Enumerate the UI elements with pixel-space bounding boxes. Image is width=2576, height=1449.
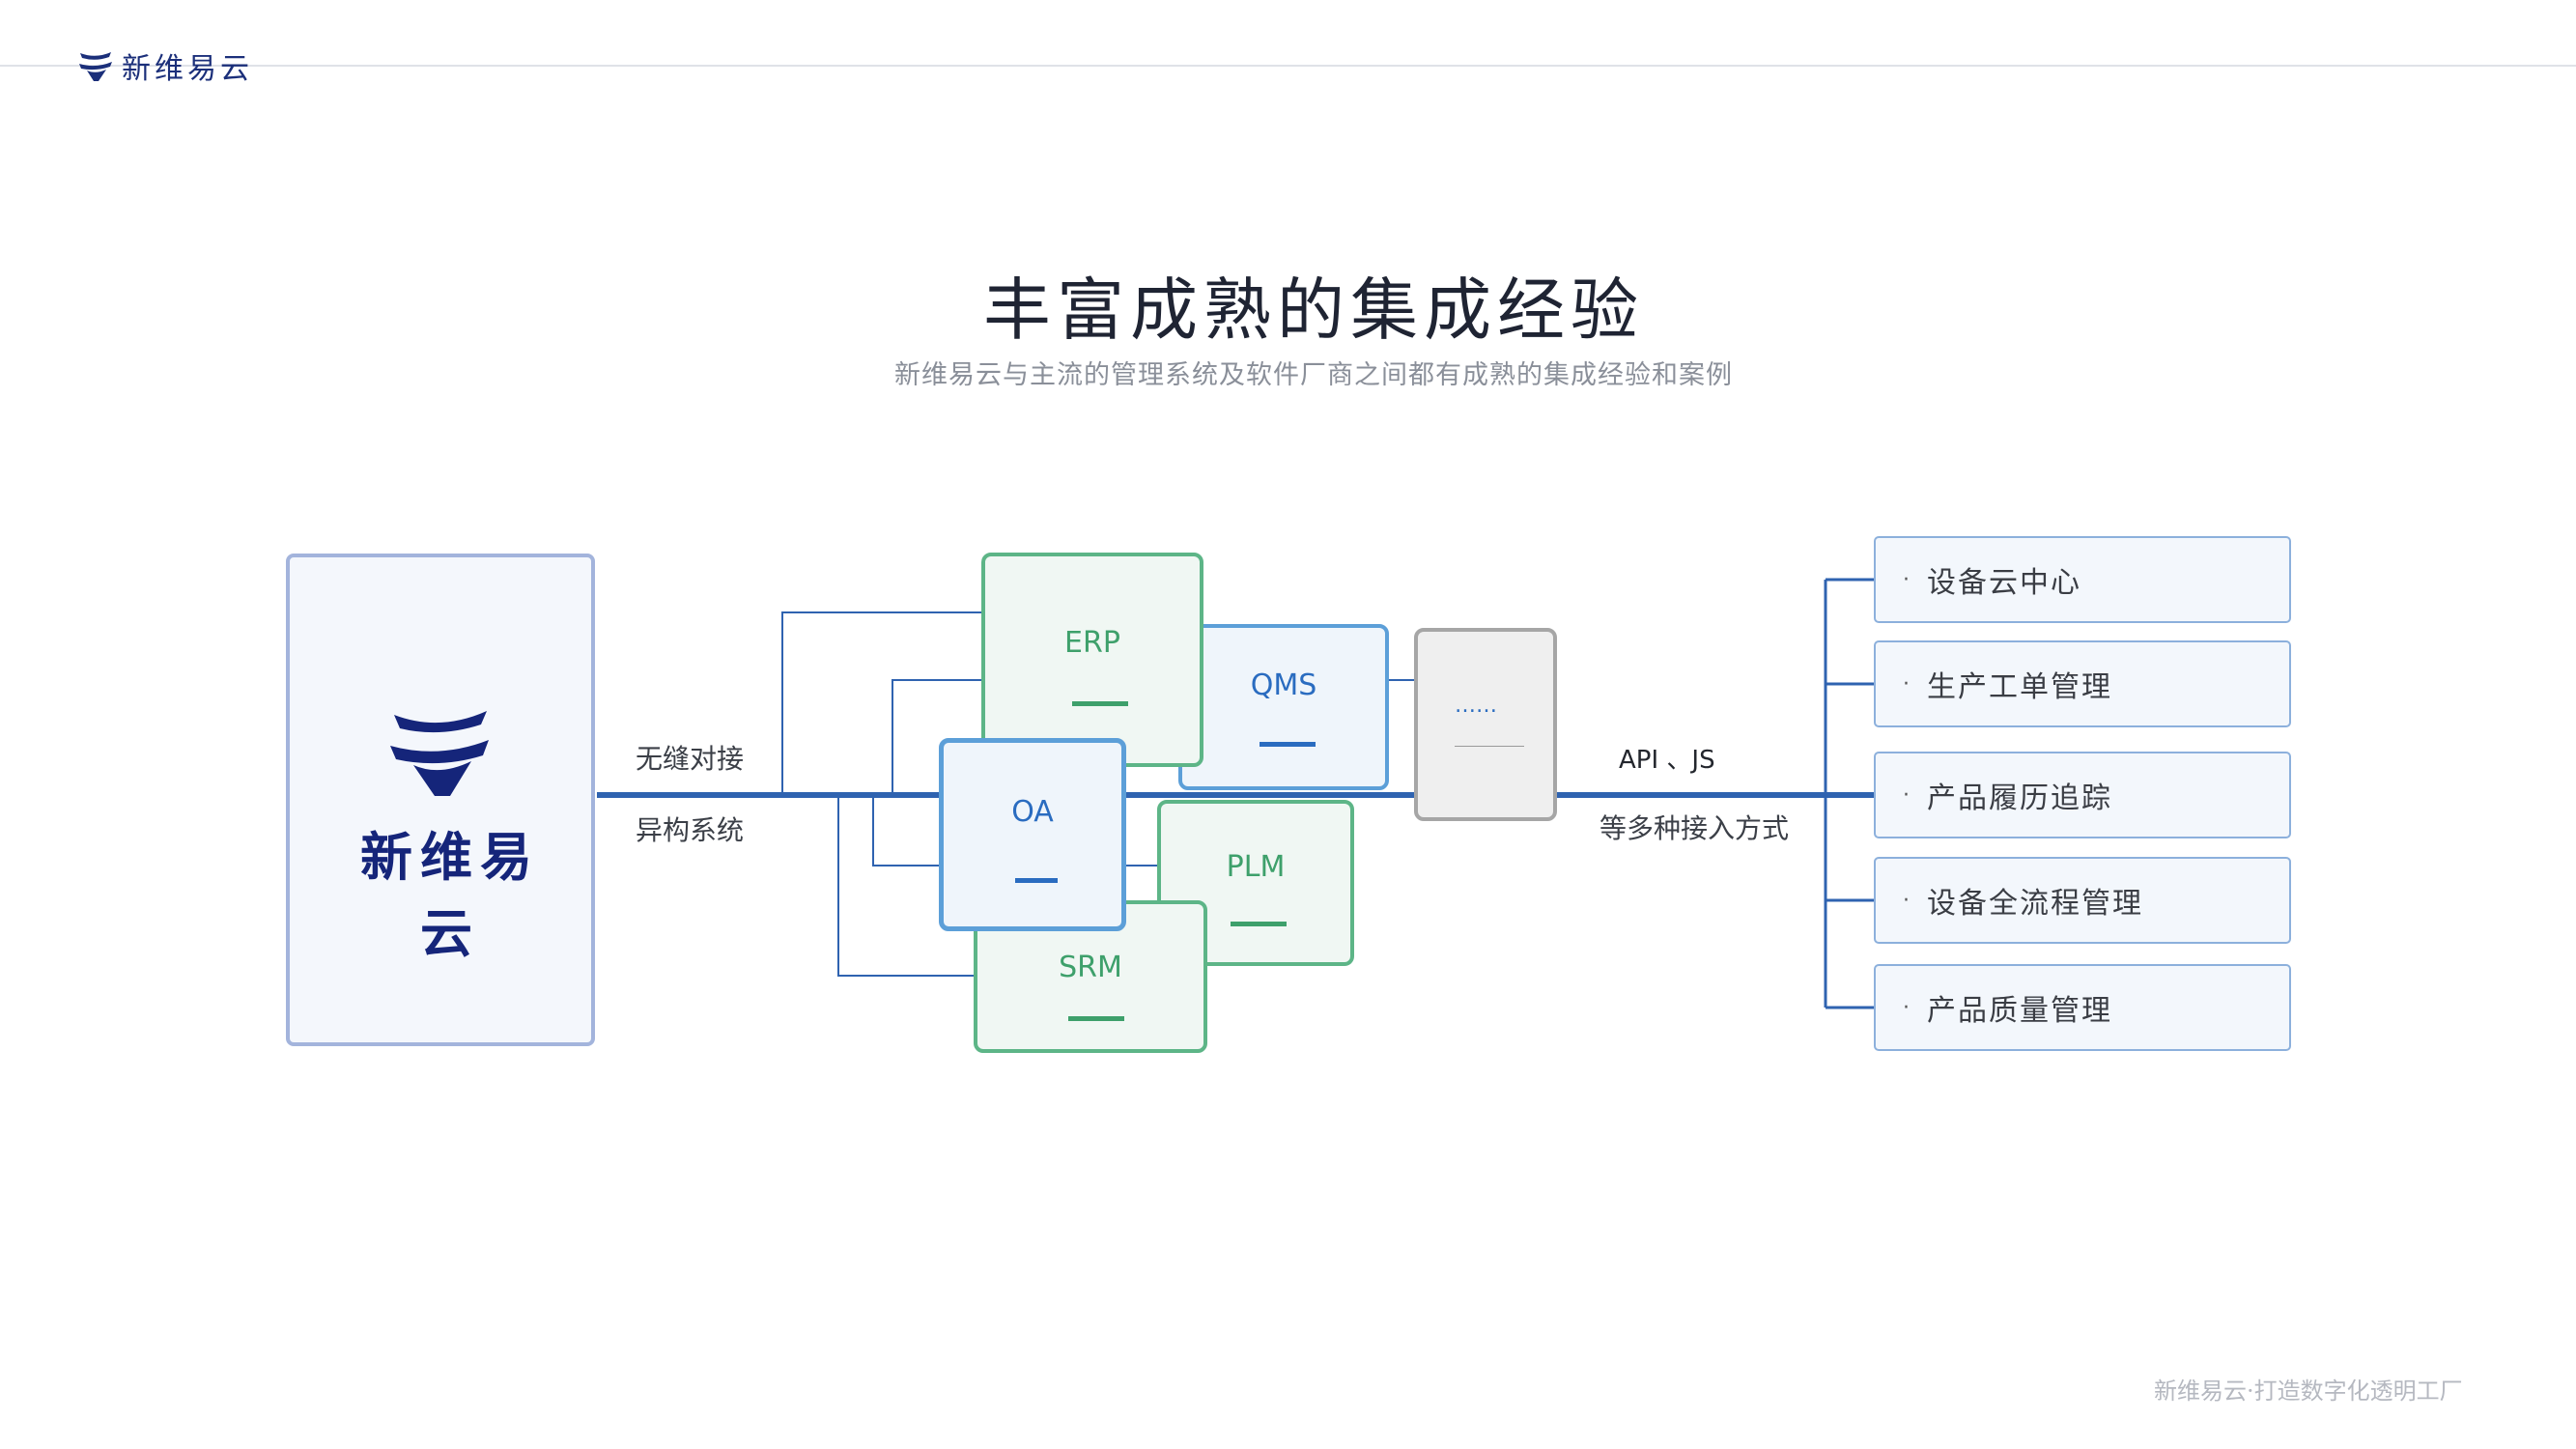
brand-card-logo-icon xyxy=(390,711,489,796)
erp-card[interactable]: ERP xyxy=(981,553,1203,767)
feature-item-device-lifecycle[interactable]: · 设备全流程管理 xyxy=(1874,857,2291,944)
feature-label: 设备云中心 xyxy=(1927,566,2081,600)
more-systems-card[interactable]: …… xyxy=(1414,628,1557,821)
branch-erp xyxy=(781,611,981,795)
branch-srm xyxy=(837,795,976,977)
feature-label: 产品履历追踪 xyxy=(1927,781,2112,815)
srm-bar xyxy=(1068,1016,1124,1021)
bullet-dot: · xyxy=(1903,995,1910,1020)
srm-card[interactable]: SRM xyxy=(974,900,1207,1053)
bullet-dot: · xyxy=(1903,888,1910,913)
qms-bar xyxy=(1260,742,1316,747)
qms-card[interactable]: QMS xyxy=(1178,624,1389,790)
qms-label: QMS xyxy=(1250,668,1317,702)
footer-slogan: 新维易云·打造数字化透明工厂 xyxy=(2154,1378,2463,1405)
srm-label: SRM xyxy=(1059,951,1122,984)
more-systems-label: …… xyxy=(1455,694,1497,718)
header-brand-name: 新维易云 xyxy=(122,52,253,86)
feature-item-work-order[interactable]: · 生产工单管理 xyxy=(1874,640,2291,727)
brand-logo-icon xyxy=(79,52,112,81)
erp-label: ERP xyxy=(1064,626,1120,660)
plm-bar xyxy=(1231,922,1287,926)
branch-oa xyxy=(872,795,943,867)
feature-item-quality[interactable]: · 产品质量管理 xyxy=(1874,964,2291,1051)
feature-label: 产品质量管理 xyxy=(1927,994,2112,1028)
erp-bar xyxy=(1072,701,1128,706)
header-divider xyxy=(0,65,2576,67)
feature-label: 生产工单管理 xyxy=(1927,670,2112,704)
oa-bar xyxy=(1015,878,1058,883)
feature-item-device-cloud[interactable]: · 设备云中心 xyxy=(1874,536,2291,623)
oa-card[interactable]: OA xyxy=(939,738,1126,931)
branch-qms xyxy=(892,679,985,795)
access-methods-label: 等多种接入方式 xyxy=(1599,812,1790,844)
header-brand[interactable]: 新维易云 xyxy=(77,43,253,89)
feature-item-product-history[interactable]: · 产品履历追踪 xyxy=(1874,752,2291,838)
more-systems-divider xyxy=(1455,746,1524,747)
oa-label: OA xyxy=(1011,795,1054,829)
api-label: API 、JS xyxy=(1619,746,1715,775)
brand-card[interactable] xyxy=(286,554,595,1046)
brand-card-name: 新维易云 xyxy=(360,827,540,964)
seamless-label: 无缝对接 xyxy=(636,743,745,775)
bullet-dot: · xyxy=(1903,671,1910,696)
plm-label: PLM xyxy=(1226,850,1286,884)
bullet-dot: · xyxy=(1903,567,1910,592)
page-title: 丰富成熟的集成经验 xyxy=(983,270,1644,350)
heterogeneous-label: 异构系统 xyxy=(636,814,745,846)
bullet-dot: · xyxy=(1903,782,1910,808)
page-subtitle: 新维易云与主流的管理系统及软件厂商之间都有成熟的集成经验和案例 xyxy=(894,360,1733,390)
feature-label: 设备全流程管理 xyxy=(1927,887,2143,921)
